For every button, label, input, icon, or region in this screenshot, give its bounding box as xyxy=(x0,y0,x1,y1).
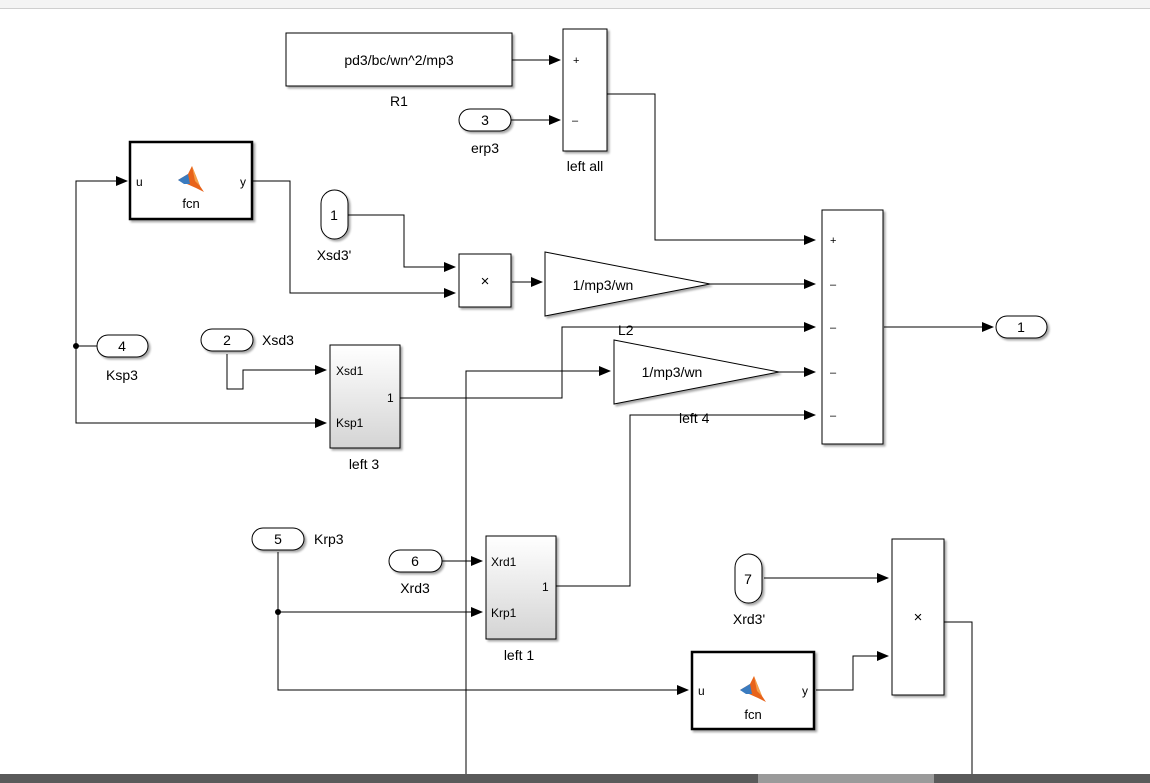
left3-label: left 3 xyxy=(349,456,380,472)
inport-xsd3-number: 2 xyxy=(223,332,231,348)
left3-port-out: 1 xyxy=(387,391,394,405)
signal-left4 xyxy=(556,410,816,587)
sum-main-sign-5: – xyxy=(830,410,837,422)
signal-label-l2: L2 xyxy=(618,322,634,338)
inport-krp3-label: Krp3 xyxy=(314,531,344,547)
product-bottom-symbol: × xyxy=(914,609,923,626)
gain-block-top[interactable]: 1/mp3/wn xyxy=(544,251,711,317)
constant-block-r1[interactable]: pd3/bc/wn^2/mp3 R1 xyxy=(285,32,513,109)
inport-xrd3-prime-number: 7 xyxy=(744,571,752,587)
window-top-edge xyxy=(0,0,1150,9)
branch-point-krp3 xyxy=(275,609,281,615)
sum-main-sign-1: + xyxy=(830,235,836,247)
inport-erp3-number: 3 xyxy=(481,112,489,128)
inport-krp3-number: 5 xyxy=(274,531,282,547)
matlab-function-block-bottom[interactable]: u y fcn xyxy=(690,650,816,731)
horizontal-scrollbar[interactable] xyxy=(0,774,1150,783)
left1-port-xrd1: Xrd1 xyxy=(491,555,517,569)
left1-label: left 1 xyxy=(504,647,535,663)
sum-main-sign-2: – xyxy=(830,279,837,291)
subsystem-left-3[interactable]: Xsd1 Ksp1 1 left 3 xyxy=(329,344,401,472)
signal-label-left-4: left 4 xyxy=(679,410,710,426)
inport-xrd3-number: 6 xyxy=(411,553,419,569)
fcn-top-input-u: u xyxy=(136,175,143,189)
sum-left-all-label: left all xyxy=(567,158,604,174)
branch-point-ksp3 xyxy=(73,343,79,349)
inport-xsd3-label: Xsd3 xyxy=(262,332,294,348)
signal-product-bottom-out xyxy=(944,621,973,778)
inport-erp3[interactable]: 3 erp3 xyxy=(458,108,512,156)
product-block-bottom[interactable]: × xyxy=(891,538,945,696)
sum-block-left-all[interactable]: + – left all xyxy=(562,28,608,174)
inport-xrd3[interactable]: 6 Xrd3 xyxy=(388,549,443,596)
left1-port-krp1: Krp1 xyxy=(491,606,517,620)
outport-1-number: 1 xyxy=(1017,319,1025,335)
left1-port-out: 1 xyxy=(542,580,549,594)
sum-block-main[interactable]: + – – – – xyxy=(821,209,884,445)
inport-ksp3-label: Ksp3 xyxy=(106,367,138,383)
signal-ksp3-to-left3 xyxy=(75,346,327,428)
sum-left-all-sign-1: + xyxy=(573,55,579,67)
fcn-bottom-output-y: y xyxy=(802,684,808,698)
left3-port-ksp1: Ksp1 xyxy=(336,416,364,430)
inport-xsd3-prime-label: Xsd3' xyxy=(317,247,352,263)
fcn-bottom-input-u: u xyxy=(698,684,705,698)
fcn-top-title: fcn xyxy=(182,196,199,211)
scrollbar-track-right xyxy=(934,774,1150,783)
constant-r1-expr: pd3/bc/wn^2/mp3 xyxy=(344,52,454,68)
fcn-top-output-y: y xyxy=(240,175,246,189)
outport-1[interactable]: 1 xyxy=(995,315,1048,339)
sum-left-all-sign-2: – xyxy=(572,115,579,127)
inport-erp3-label: erp3 xyxy=(471,140,499,156)
scrollbar-thumb[interactable] xyxy=(758,774,934,783)
inport-xrd3-label: Xrd3 xyxy=(400,580,430,596)
signal-xsd3-to-left3 xyxy=(226,354,327,390)
signal-fcn-bottom-to-product xyxy=(816,651,889,691)
signal-xsd3p-to-product xyxy=(348,214,456,272)
inport-xsd3-prime-number: 1 xyxy=(330,207,338,223)
signal-krp3-to-fcn-bottom xyxy=(277,552,689,695)
gain-top-expr: 1/mp3/wn xyxy=(573,277,634,293)
product-block-top[interactable]: × xyxy=(458,253,512,308)
gain-block-mid[interactable]: 1/mp3/wn xyxy=(613,339,780,405)
signal-l2 xyxy=(400,322,816,399)
constant-r1-label: R1 xyxy=(390,93,408,109)
inport-ksp3[interactable]: 4 Ksp3 xyxy=(96,334,149,383)
inport-xsd3-prime[interactable]: 1 Xsd3' xyxy=(317,189,352,263)
signal-to-gain-mid xyxy=(465,366,611,778)
scrollbar-track-left xyxy=(0,774,758,783)
signal-leftall-to-mainsum xyxy=(607,93,816,245)
left3-port-xsd1: Xsd1 xyxy=(336,364,364,378)
product-top-symbol: × xyxy=(481,273,490,290)
gain-mid-expr: 1/mp3/wn xyxy=(642,364,703,380)
matlab-function-block-top[interactable]: u y fcn xyxy=(128,140,254,221)
matlab-logo-icon xyxy=(178,166,204,192)
signal-ksp3-to-fcn xyxy=(75,176,128,346)
inport-xsd3[interactable]: 2 Xsd3 xyxy=(200,328,294,352)
inport-ksp3-number: 4 xyxy=(118,338,126,354)
signal-fcn-to-product xyxy=(253,180,456,298)
signal-lines xyxy=(75,55,994,778)
sum-main-sign-3: – xyxy=(830,322,837,334)
inport-krp3[interactable]: 5 Krp3 xyxy=(251,527,344,551)
fcn-bottom-title: fcn xyxy=(744,707,761,722)
inport-xrd3-prime-label: Xrd3' xyxy=(733,611,765,627)
inport-xrd3-prime[interactable]: 7 Xrd3' xyxy=(733,553,765,627)
sum-main-sign-4: – xyxy=(830,367,837,379)
subsystem-left-1[interactable]: Xrd1 Krp1 1 left 1 xyxy=(485,535,557,663)
matlab-logo-icon xyxy=(740,676,766,702)
